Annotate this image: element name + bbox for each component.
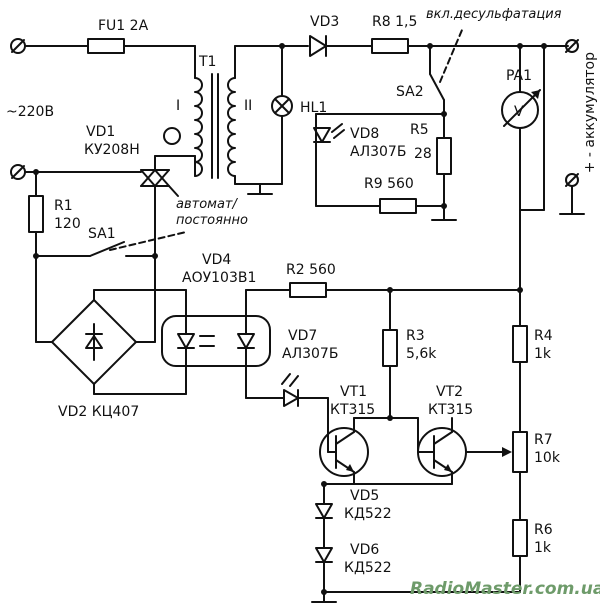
r5-value-label: 28 [414,146,432,162]
r6-name-label: R6 [534,522,553,538]
vd8-name-label: VD8 [350,126,379,142]
auto-label-line1: автомат/ [176,197,239,212]
r3-value-label: 5,6k [406,346,437,362]
transformer-t1 [194,73,236,179]
resistor-r1 [28,195,44,233]
winding-1-label: I [176,98,180,114]
r3-name-label: R3 [406,328,425,344]
diode-vd6 [315,547,333,563]
junction-dot [152,253,158,259]
vd3-label: VD3 [310,14,339,30]
switch-sa2-lever [429,73,445,101]
r4-value-label: 1k [534,346,552,362]
junction-dot [441,111,447,117]
junction-dot [321,589,327,595]
resistor-r7 [512,431,528,473]
vd8-type-label: АЛ307Б [350,144,406,160]
resistor-r2 [289,282,327,298]
vd5-type-label: КД522 [344,506,392,522]
resistor-r8 [371,38,409,54]
r5-name-label: R5 [410,122,429,138]
r4-name-label: R4 [534,328,553,344]
transistor-vt1 [319,427,369,477]
triac-vd1 [140,165,179,241]
r2-label: R2 560 [286,262,336,278]
hl1-label: HL1 [300,100,327,116]
transistor-vt2 [417,427,467,477]
sa1-label: SA1 [88,226,116,242]
mains-label: ~220В [6,104,54,120]
resistor-r4 [512,325,528,363]
vd4-type-label: АОУ103В1 [182,270,256,286]
winding-2-label: II [244,98,252,114]
diode-vd3 [309,35,327,57]
r9-label: R9 560 [364,176,414,192]
switch-sa1-actuator [109,231,187,251]
vd7-name-label: VD7 [288,328,317,344]
lamp-hl1-icon [271,95,293,117]
sa2-label: SA2 [396,84,424,100]
desulf-label: вкл.десульфатация [426,7,562,22]
vd1-name-label: VD1 [86,124,115,140]
watermark: RadioMaster.com.ua [410,579,600,599]
battery-label: + - аккумулятор [582,52,598,173]
battery-plus-terminal [565,39,579,53]
led-vd8-icon [313,123,345,143]
battery-minus-terminal [565,173,579,187]
vd2-label: VD2 КЦ407 [58,404,139,420]
r1-name-label: R1 [54,198,73,214]
vd5-name-label: VD5 [350,488,379,504]
switch-sa2-actuator [439,29,463,83]
r7-name-label: R7 [534,432,553,448]
optocoupler-vd4 [161,315,271,367]
vt2-type-label: КТ315 [428,402,473,418]
vd6-type-label: КД522 [344,560,392,576]
t1-label: T1 [198,54,216,70]
vd7-type-label: АЛ307Б [282,346,338,362]
r8-label: R8 1,5 [372,14,417,30]
diode-vd5 [315,503,333,519]
mains-terminal-top [10,38,26,54]
voltmeter-letter: V [514,104,524,120]
vd6-name-label: VD6 [350,542,379,558]
vt1-type-label: КТ315 [330,402,375,418]
junction-dot [541,43,547,49]
pa1-label: PA1 [506,68,532,84]
vt2-name-label: VT2 [436,384,463,400]
auto-label-line2: постоянно [176,213,248,228]
vt1-name-label: VT1 [340,384,367,400]
resistor-r5 [436,137,452,175]
fuse-fu1 [87,38,125,54]
r7-wiper-arrow-icon [502,447,512,457]
resistor-r6 [512,519,528,557]
switch-sa1-lever [89,241,125,257]
fu1-label: FU1 2A [98,18,149,34]
vd4-name-label: VD4 [202,252,231,268]
junction-dot [321,481,327,487]
mains-terminal-bottom [10,164,26,180]
bridge-rectifier-vd2 [51,299,137,385]
vd1-type-label: КУ208Н [84,142,140,158]
r7-value-label: 10k [534,450,561,466]
led-vd7-icon [281,373,299,407]
r6-value-label: 1k [534,540,552,556]
r1-value-label: 120 [54,216,81,232]
core-dot-icon [163,127,181,145]
resistor-r3 [382,329,398,367]
resistor-r9 [379,198,417,214]
